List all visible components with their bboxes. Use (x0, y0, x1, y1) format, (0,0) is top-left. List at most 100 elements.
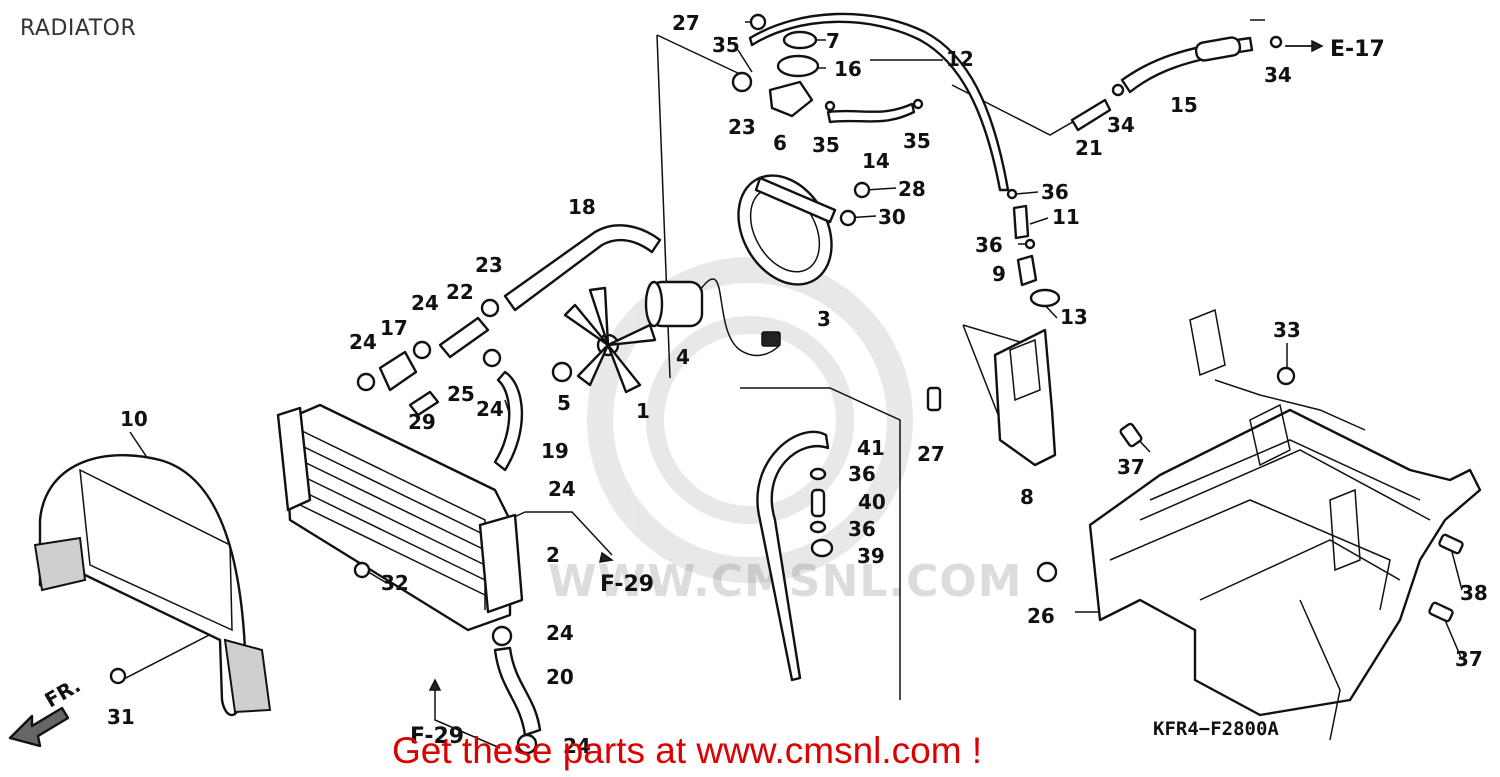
joint-22 (438, 316, 490, 359)
callout: 8 (1020, 485, 1034, 509)
clamp-23 (480, 298, 500, 318)
clip-36b (809, 520, 827, 534)
clip-34a (1269, 35, 1283, 49)
callout: 22 (446, 280, 474, 304)
callout: 25 (447, 382, 475, 406)
callout: 35 (812, 133, 840, 157)
clamp-24d (491, 625, 513, 647)
callout: 15 (1170, 93, 1198, 117)
callout: 36 (848, 517, 876, 541)
filler-neck-6 (768, 80, 814, 118)
callout: 40 (858, 490, 886, 514)
callout: 38 (1460, 581, 1488, 605)
callout: 23 (475, 253, 503, 277)
nut-30 (839, 209, 857, 227)
front-arrow (8, 706, 70, 748)
callout: 24 (563, 734, 591, 758)
callout: 3 (817, 307, 831, 331)
callout: 9 (992, 262, 1006, 286)
e17-arrowhead (1311, 39, 1324, 53)
hose-14 (826, 102, 916, 124)
callout: 28 (898, 177, 926, 201)
callout: 18 (568, 195, 596, 219)
callout: 37 (1117, 455, 1145, 479)
ref-f29: F-29 (600, 572, 654, 597)
cap-7 (782, 30, 818, 50)
clamp-24c (482, 348, 502, 368)
overflow-tube (748, 12, 1010, 192)
thermo-switch-25 (408, 390, 440, 417)
callout: 34 (1264, 63, 1292, 87)
hose-19 (493, 370, 524, 472)
clip-35b (912, 98, 924, 110)
clamp-24a (412, 340, 432, 360)
callout: 6 (773, 131, 787, 155)
clip-36d (1024, 238, 1036, 250)
callout: 24 (546, 621, 574, 645)
callout: 10 (120, 407, 148, 431)
callout: 17 (380, 316, 408, 340)
page-title: RADIATOR (20, 16, 137, 41)
callout: 5 (557, 391, 571, 415)
promo-link-text[interactable]: Get these parts at www.cmsnl.com ! (392, 730, 983, 771)
bolt-32 (353, 561, 371, 579)
callout: 39 (857, 544, 885, 568)
nut-5 (551, 361, 573, 383)
callout: 36 (1041, 180, 1069, 204)
clip-23 (731, 71, 753, 93)
callout: 2 (546, 543, 560, 567)
clip-36a (809, 467, 827, 481)
frame-bracket (1036, 308, 1482, 741)
bolt-37a (1119, 422, 1143, 448)
callout: 11 (1052, 205, 1080, 229)
callout: 36 (848, 462, 876, 486)
bolt-37b (1428, 601, 1454, 623)
callout: 20 (546, 665, 574, 689)
bolt-31 (109, 667, 127, 685)
bolt-28 (853, 181, 871, 199)
callout: 24 (349, 330, 377, 354)
callout: 14 (862, 149, 890, 173)
f29-arrowhead-2 (428, 678, 442, 691)
tube-11 (1012, 204, 1030, 240)
callout: 23 (728, 115, 756, 139)
hose-17 (378, 350, 418, 392)
callout: 32 (381, 571, 409, 595)
bolt-27 (926, 386, 942, 412)
cap-16 (776, 54, 820, 78)
callout: 31 (107, 705, 135, 729)
bolt-27-top (749, 13, 767, 31)
callout: 12 (946, 47, 974, 71)
reserve-tank (993, 328, 1057, 467)
clamp-24e (516, 733, 538, 755)
callout: 1 (636, 399, 650, 423)
callout: 24 (548, 477, 576, 501)
callout: 26 (1027, 604, 1055, 628)
callout: 36 (975, 233, 1003, 257)
callout: 7 (826, 29, 840, 53)
bolt-38 (1438, 533, 1464, 555)
clamp-24b (356, 372, 376, 392)
clip-35a (824, 100, 836, 112)
callouts: 27 35 7 12 16 23 6 35 14 35 34 15 34 21 … (107, 11, 1488, 758)
callout: 33 (1273, 318, 1301, 342)
callout: 21 (1075, 136, 1103, 160)
callout: 24 (476, 397, 504, 421)
callout: 35 (712, 33, 740, 57)
callout: 37 (1455, 647, 1483, 671)
callout: 34 (1107, 113, 1135, 137)
hose-18 (503, 224, 662, 312)
drain-tube-41 (756, 430, 830, 682)
f29-arrowhead (599, 551, 614, 563)
ref-e17: E-17 (1330, 37, 1385, 62)
callout: 41 (857, 436, 885, 460)
callout: 4 (676, 345, 690, 369)
clip-36c (1006, 188, 1018, 200)
fan-blade (563, 286, 657, 394)
radiator-cover (33, 453, 272, 717)
callout: 24 (411, 291, 439, 315)
joint-40 (810, 488, 826, 518)
callout: 29 (408, 410, 436, 434)
